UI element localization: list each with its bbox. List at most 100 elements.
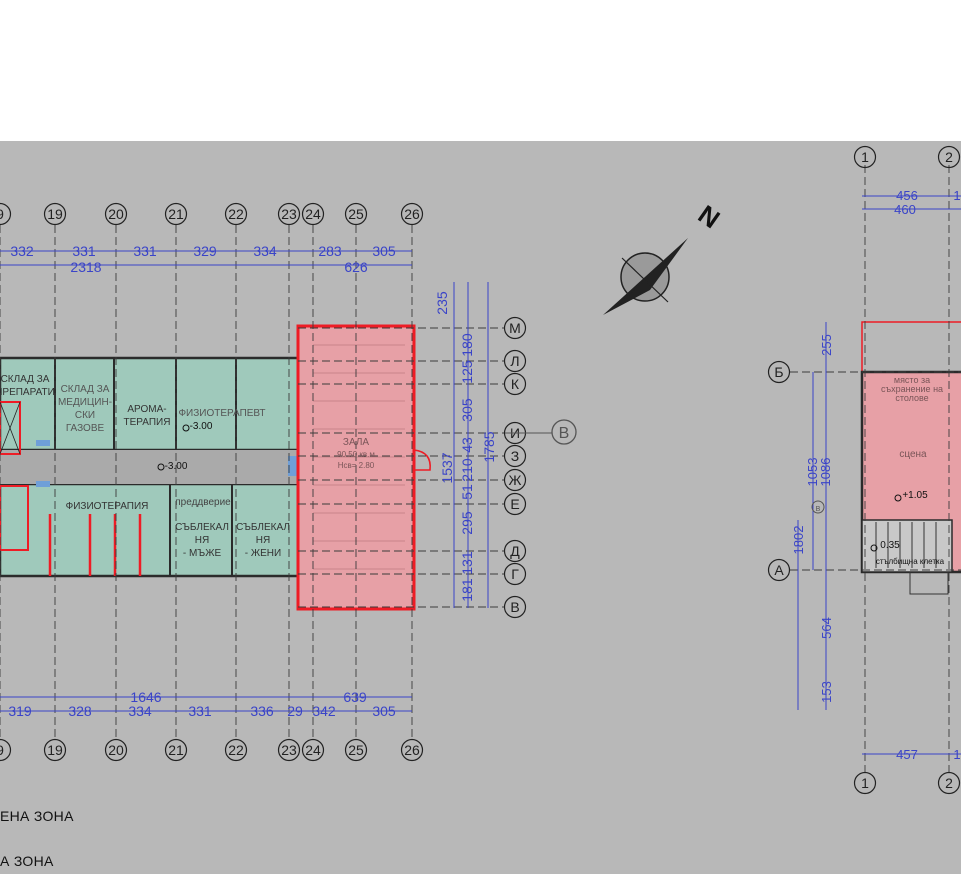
- axis-bottom-24-6-circle: [301, 738, 325, 762]
- level-mark-2-symbol: [157, 463, 165, 471]
- axis-right-М-0-label: М: [509, 320, 521, 336]
- dim-bottom-2-0: 1646: [130, 689, 161, 705]
- section-marker-label: В: [559, 425, 570, 442]
- right-dim-left-1: 1053: [805, 458, 820, 487]
- right-dim-left-0: 255: [819, 334, 834, 356]
- dim-bottom-1-6: 342: [312, 703, 336, 719]
- room-sklad-preparati-2: ПРЕПАРАТИ: [0, 387, 55, 398]
- right-axis-top-2-circle: [937, 145, 961, 169]
- room-fizioterapia: ФИЗИОТЕРАПИЯ: [66, 501, 149, 512]
- room-sablekalnya-jeni-2: - ЖЕНИ: [245, 548, 281, 559]
- axis-bottom-9-0-circle: [0, 738, 12, 762]
- right-axis-bottom-1-label: 1: [861, 775, 869, 791]
- level-mark-1: -3.00: [190, 421, 213, 432]
- right-axis-bottom-2-label: 2: [945, 775, 953, 791]
- dim-bottom-1-2: 334: [128, 703, 152, 719]
- right-level-1-symbol: [894, 494, 902, 502]
- right-room-stalbishtna: стълбищна клетка: [876, 557, 945, 566]
- room-sablekalnya-maje-0: СЪБЛЕКАЛ: [175, 522, 229, 533]
- right-axis-top-2-label: 2: [945, 149, 953, 165]
- right-room-stolove-0: място за: [894, 375, 930, 385]
- axis-bottom-26-8-circle: [400, 738, 424, 762]
- room-zala-title: ЗАЛА: [343, 437, 369, 448]
- dim-right-1-6: 51: [459, 484, 475, 500]
- dim-right-1-5: 210: [459, 458, 475, 482]
- room-aromaterapia-0: АРОМА-: [127, 404, 166, 415]
- axis-bottom-23-5-label: 23: [281, 742, 297, 758]
- axis-top-25-7-label: 25: [348, 206, 364, 222]
- axis-top-22-4-circle: [224, 202, 248, 226]
- axis-top-20-2-label: 20: [108, 206, 124, 222]
- axis-right-К-2-label: К: [511, 376, 520, 392]
- room-zala-height: Нсв= 2.80: [338, 461, 375, 470]
- left-stair-cross-2: [0, 401, 21, 455]
- room-sablekalnya-maje-2: - МЪЖЕ: [183, 548, 222, 559]
- axis-right-В-9-circle: [503, 595, 527, 619]
- axis-top-24-6-circle: [301, 202, 325, 226]
- room-block-upper: [0, 356, 300, 452]
- axis-bottom-21-3-label: 21: [168, 742, 184, 758]
- axis-right-М-0-circle: [503, 316, 527, 340]
- axis-bottom-23-5-circle: [277, 738, 301, 762]
- room-sablekalnya-jeni-0: СЪБЛЕКАЛ: [236, 522, 290, 533]
- dim-top-1-1: 331: [72, 243, 96, 259]
- level-mark-2: -3.00: [165, 461, 188, 472]
- axis-bottom-22-4-label: 22: [228, 742, 244, 758]
- axis-top-24-6-label: 24: [305, 206, 321, 222]
- corridor: [0, 450, 298, 484]
- dim-bottom-1-1: 328: [68, 703, 92, 719]
- right-level-2-symbol: [870, 544, 878, 552]
- axis-right-Л-1-label: Л: [510, 353, 519, 369]
- right-dim-bottom-1: 1: [953, 747, 960, 762]
- door-blue-3: [36, 481, 50, 487]
- axis-top-19-1-circle: [43, 202, 67, 226]
- dim-top-1-4: 334: [253, 243, 277, 259]
- axis-top-26-8-circle: [400, 202, 424, 226]
- axis-top-21-3-circle: [164, 202, 188, 226]
- axis-bottom-25-7-circle: [344, 738, 368, 762]
- axis-right-Ж-5-circle: [503, 468, 527, 492]
- dim-right-1-4: 43: [459, 437, 475, 453]
- axis-top-20-2-circle: [104, 202, 128, 226]
- axis-top-25-7-circle: [344, 202, 368, 226]
- hall-door-arc: [413, 449, 431, 471]
- dim-top-1-5: 283: [318, 243, 342, 259]
- dim-top-2-0: 2318: [70, 259, 101, 275]
- axis-top-23-5-label: 23: [281, 206, 297, 222]
- axis-top-9-0-circle: [0, 202, 12, 226]
- room-sklad-gazove-3: ГАЗОВЕ: [66, 423, 105, 434]
- dim-top-1-0: 332: [10, 243, 34, 259]
- axis-bottom-19-1-circle: [43, 738, 67, 762]
- right-room-stolove-1: съхранение на: [881, 384, 943, 394]
- north-arrow-needle: [603, 238, 688, 315]
- right-section-marker-label: В: [816, 506, 821, 513]
- right-stair-landing: [909, 571, 949, 595]
- axis-right-К-2-circle: [503, 372, 527, 396]
- room-sklad-gazove-2: СКИ: [75, 410, 95, 421]
- axis-right-Г-8-circle: [503, 562, 527, 586]
- axis-bottom-20-2-circle: [104, 738, 128, 762]
- right-axis-left-А-label: А: [774, 562, 784, 578]
- dim-top-1-2: 331: [133, 243, 157, 259]
- left-stair-lower: [0, 485, 29, 551]
- axis-top-22-4-label: 22: [228, 206, 244, 222]
- dim-right-1-3: 305: [459, 398, 475, 422]
- axis-top-21-3-label: 21: [168, 206, 184, 222]
- dim-right-1-0: 235: [434, 291, 450, 315]
- axis-right-Д-7-label: Д: [510, 543, 520, 559]
- axis-right-Ж-5-label: Ж: [509, 472, 522, 488]
- right-level-2: 0.35: [880, 540, 900, 551]
- right-room-scena: сцена: [899, 449, 927, 460]
- axis-bottom-25-7-label: 25: [348, 742, 364, 758]
- dim-top-2-1: 626: [344, 259, 368, 275]
- north-arrow-cross-2: [621, 257, 669, 303]
- right-dim-bottom-0: 457: [896, 747, 918, 762]
- dim-right-1-1: 180: [459, 333, 475, 357]
- section-marker-circle: [551, 419, 577, 445]
- right-axis-left-А-circle: [767, 558, 791, 582]
- room-sklad-gazove-0: СКЛАД ЗА: [61, 384, 110, 395]
- dim-bottom-2-1: 639: [343, 689, 367, 705]
- room-fizioterapevt: ФИЗИОТЕРАПЕВТ: [178, 408, 265, 419]
- dim-right-1-9: 181: [459, 578, 475, 602]
